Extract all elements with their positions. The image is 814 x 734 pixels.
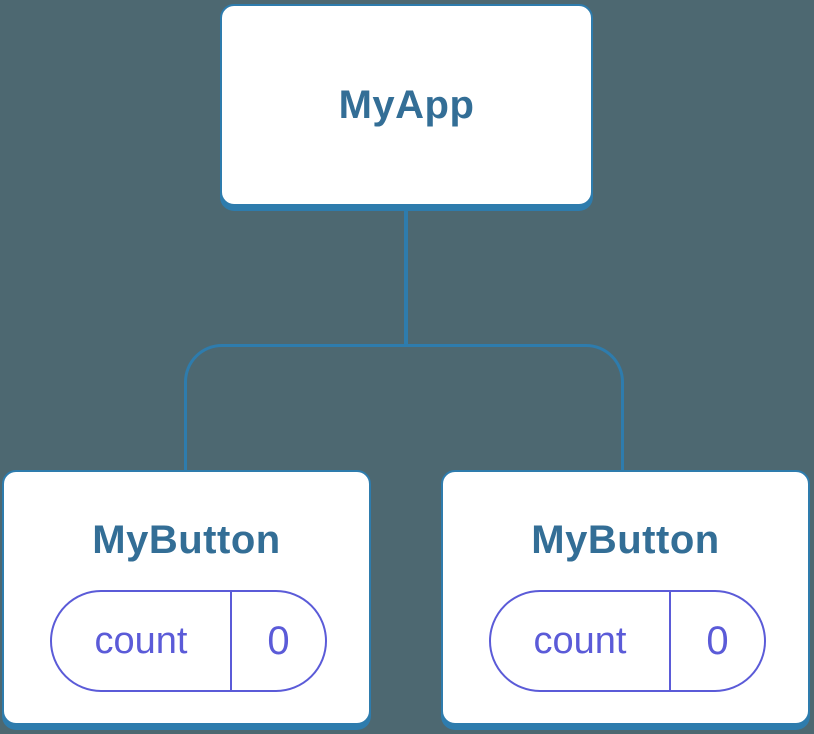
- state-value-cell: 0: [669, 592, 764, 690]
- state-key-cell: count: [491, 592, 669, 690]
- component-node-child-2: MyButton count 0: [441, 470, 810, 725]
- state-key-label: count: [94, 619, 188, 662]
- component-label-child-1: MyButton: [92, 518, 281, 562]
- component-node-child-1: MyButton count 0: [2, 470, 371, 725]
- component-node-root: MyApp: [220, 4, 593, 206]
- state-value-label: 0: [267, 618, 290, 663]
- state-pill-1: count 0: [50, 590, 327, 692]
- state-value-cell: 0: [230, 592, 325, 690]
- connector-stem: [404, 206, 408, 347]
- state-value-label: 0: [706, 618, 729, 663]
- component-label-child-2: MyButton: [531, 518, 720, 562]
- component-label-root: MyApp: [338, 82, 475, 127]
- connector-bracket: [184, 344, 624, 470]
- state-pill-2: count 0: [489, 590, 766, 692]
- state-key-cell: count: [52, 592, 230, 690]
- state-key-label: count: [533, 619, 627, 662]
